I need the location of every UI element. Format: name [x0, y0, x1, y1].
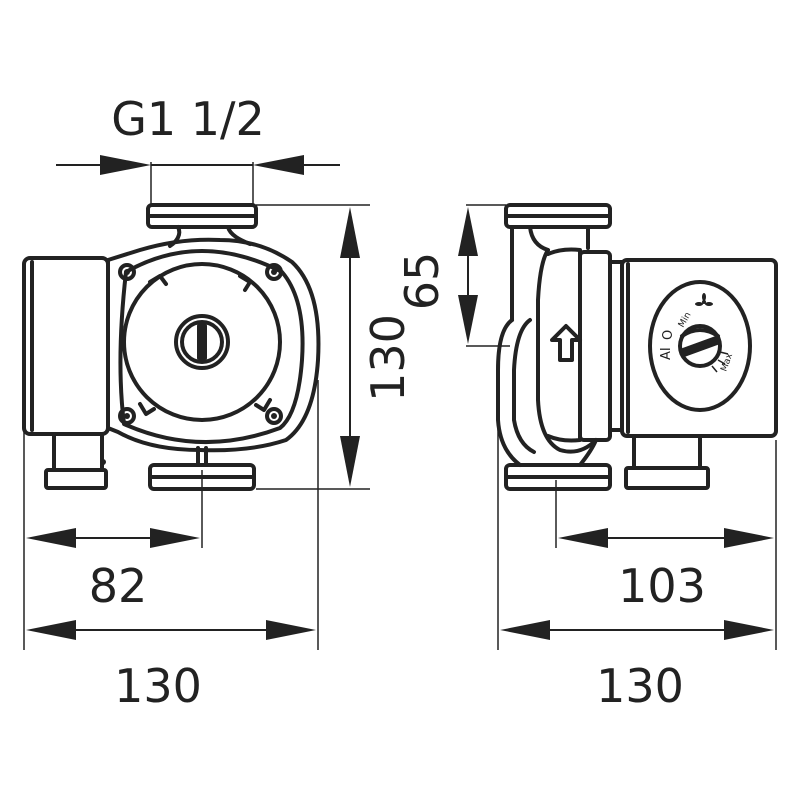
cable-gland — [52, 432, 104, 472]
height-side-label: 65 — [395, 252, 449, 311]
width-front-axis-label: 82 — [89, 559, 148, 613]
side-cable-gland-nut — [624, 466, 710, 490]
width-side-box-label: 103 — [618, 559, 706, 613]
side-top-pipe — [510, 225, 590, 322]
side-cable-gland — [632, 434, 702, 470]
height-front-label: 130 — [361, 314, 415, 402]
terminal-box — [22, 256, 110, 436]
width-side-arrow-left — [500, 620, 550, 640]
dial-label-max: Max — [719, 351, 735, 373]
center-plug-inner — [180, 320, 224, 364]
thread-label: G1 1/2 — [111, 92, 265, 146]
width-front-arrow-left — [26, 620, 76, 640]
dial-bezel — [648, 280, 752, 412]
width-side-arrow-right — [724, 620, 774, 640]
height-arrow-top — [340, 207, 360, 258]
motor-ring — [122, 262, 282, 422]
thread-arrow-right — [253, 155, 304, 175]
ring-notches — [138, 274, 272, 416]
side-motor-ring — [578, 250, 612, 442]
flow-arrow-icon — [550, 324, 582, 362]
side-dimensions: 65 103 130 — [395, 207, 774, 713]
dial-scale-ticks — [711, 351, 729, 373]
knob-ridge — [680, 328, 720, 338]
cable-gland-nut — [44, 468, 108, 490]
gland-dot — [100, 459, 106, 465]
front-dimensions: G1 1/2 130 82 130 — [26, 92, 415, 713]
screw-icons — [118, 263, 283, 425]
speed-knob[interactable] — [678, 324, 722, 368]
side-volute-inner — [512, 318, 536, 454]
axis-arrow-left — [26, 528, 76, 548]
side-volute-front — [536, 248, 598, 454]
plug-slot — [197, 324, 207, 360]
dial-label-off: O — [661, 330, 676, 340]
thread-arrow-left — [100, 155, 151, 175]
knob-pointer — [681, 336, 720, 357]
height-arrow-bottom — [340, 436, 360, 487]
front-view — [22, 162, 370, 650]
width-front-total-label: 130 — [114, 659, 202, 713]
pump-body-inner — [118, 249, 305, 445]
width-front-arrow-right — [266, 620, 316, 640]
side-height-arrow-bottom — [458, 295, 478, 344]
side-height-arrow-top — [458, 207, 478, 256]
fan-icon — [695, 293, 713, 306]
dial-label-auto: AI — [659, 347, 674, 360]
pump-body — [106, 237, 321, 453]
axis-arrow-right — [150, 528, 200, 548]
box-arrow-right — [724, 528, 774, 548]
center-plug — [174, 314, 230, 370]
side-view: AI O Min Max — [466, 203, 778, 650]
box-arrow-left — [558, 528, 608, 548]
width-side-total-label: 130 — [596, 659, 684, 713]
side-motor-front — [546, 247, 582, 443]
